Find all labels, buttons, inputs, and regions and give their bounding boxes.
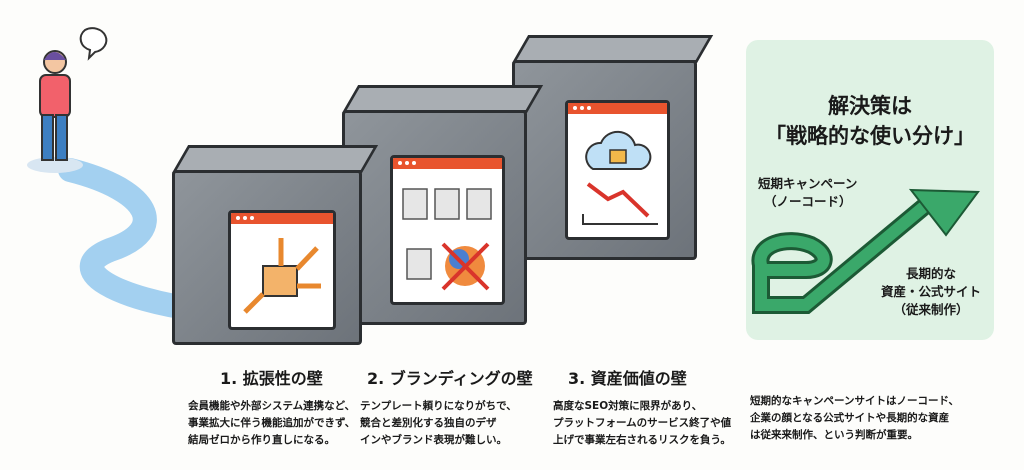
wall-2-description: テンプレート頼りになりがちで、競合と差別化する独自のデザインやブランド表現が難し…: [360, 400, 517, 446]
solution-description: 短期的なキャンペーンサイトはノーコード、企業の顔となる公式サイトや長期的な資産は…: [750, 395, 960, 441]
solution-panel: 解決策は 「戦略的な使い分け」 短期キャンペーン（ノーコード） 長期的な資産・公…: [746, 40, 994, 340]
template-documents-icon: [402, 188, 492, 291]
cloud-lock-declining-chart-icon: [582, 130, 658, 225]
short-term-label: 短期キャンペーン（ノーコード）: [758, 176, 858, 209]
wall-1-title: 1. 拡張性の壁: [220, 369, 323, 388]
growth-arrow-icon: [751, 188, 980, 314]
solution-title-line1: 解決策は: [828, 94, 912, 118]
asset-value-window: [565, 100, 670, 240]
long-term-label: 長期的な資産・公式サイト（従来制作）: [881, 266, 982, 317]
branding-window: [390, 155, 505, 305]
solution-title-line2: 「戦略的な使い分け」: [765, 124, 975, 148]
wall-1-description: 会員機能や外部システム連携など、事業拡大に伴う機能追加ができず、結局ゼロから作り…: [188, 400, 356, 446]
wall-2-title: 2. ブランディングの壁: [367, 369, 533, 388]
speech-bubble-icon: [79, 27, 108, 61]
box-arrows-icon: [243, 238, 321, 314]
person-illustration: [30, 20, 110, 170]
wall-3-title: 3. 資産価値の壁: [568, 369, 687, 388]
scalability-window: [228, 210, 336, 330]
wall-3-description: 高度なSEO対策に限界があり、プラットフォームのサービス終了や値上げで事業左右さ…: [553, 400, 732, 446]
